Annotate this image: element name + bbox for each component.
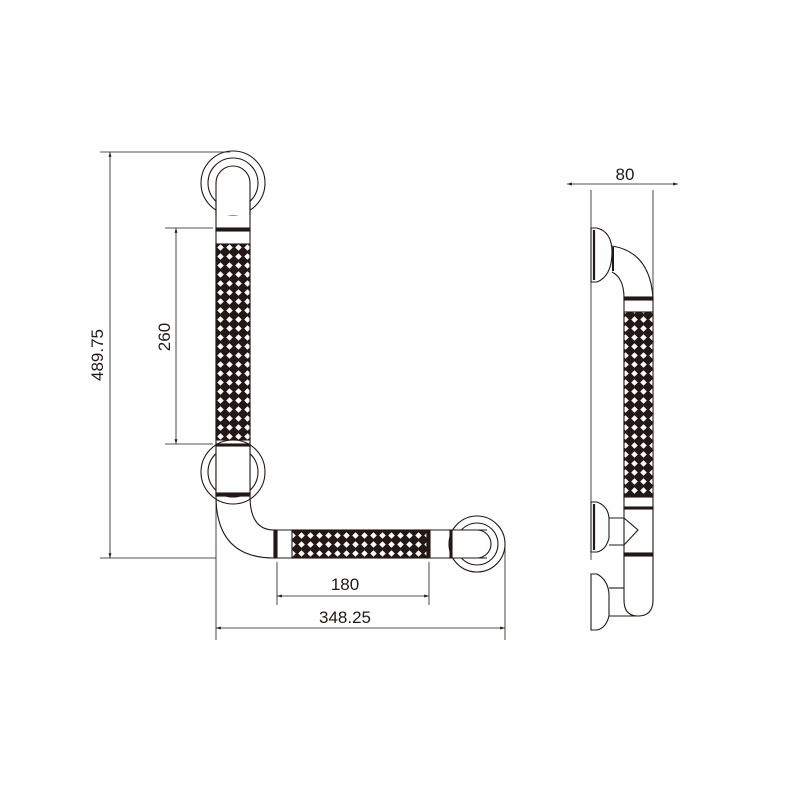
right-flange [448, 515, 506, 573]
dim-projection-depth: 80 [616, 165, 635, 184]
side-top-elbow [611, 245, 654, 299]
side-middle-flange [590, 501, 610, 553]
elbow-bend [215, 495, 275, 559]
horizontal-tube [274, 529, 487, 559]
dimension-lines [100, 151, 506, 640]
dim-total-width: 348.25 [319, 608, 371, 627]
dim-total-height: 489.75 [88, 329, 107, 381]
side-bottom-flange [590, 573, 610, 631]
dim-horizontal-grip: 180 [331, 575, 359, 594]
horizontal-grip-knurling [291, 529, 428, 559]
side-t-joint [609, 517, 639, 546]
side-grip-knurling [623, 311, 654, 498]
side-view [590, 190, 654, 631]
dim-vertical-grip: 260 [155, 323, 174, 351]
vertical-grip-knurling [215, 243, 251, 441]
top-flange [200, 150, 266, 216]
front-view [200, 150, 506, 573]
corner-flange [200, 439, 266, 505]
